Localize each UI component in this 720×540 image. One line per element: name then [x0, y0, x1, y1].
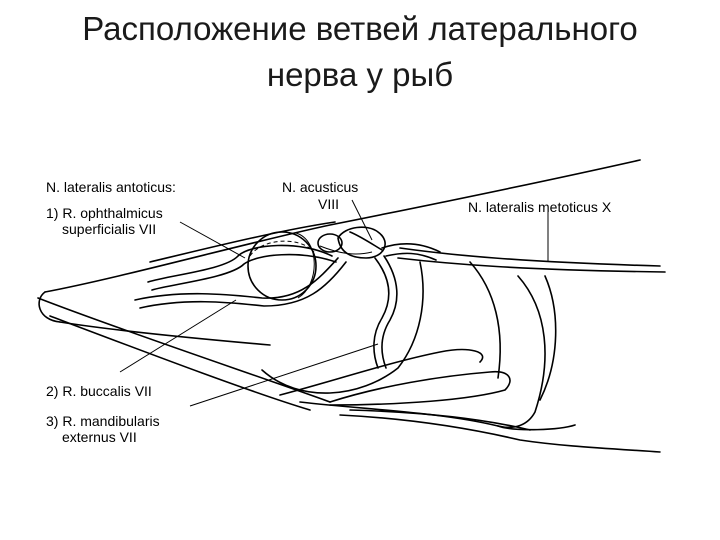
- head-outline: [37, 159, 641, 411]
- label-antoticus: N. lateralis antoticus:: [46, 179, 176, 195]
- label-acusticus-1: N. acusticus: [282, 179, 358, 195]
- leader-buccalis: [119, 299, 237, 373]
- label-metoticus: N. lateralis metoticus X: [468, 199, 612, 215]
- nerve-ophthalmicus: [147, 244, 337, 291]
- title-line-1: Расположение ветвей латерального: [82, 10, 638, 47]
- leader-ophthalmicus: [179, 221, 246, 259]
- nerve-mandibularis: [373, 255, 398, 369]
- lateral-line-canal: [397, 247, 666, 273]
- label-ophthalmicus-1: 1) R. ophthalmicus: [46, 205, 163, 221]
- leader-lines: [119, 199, 549, 407]
- nerve-metoticus: [381, 243, 441, 261]
- title-line-2: нерва у рыб: [266, 56, 454, 93]
- leader-acusticus: [351, 199, 373, 241]
- label-mandibularis-2: externus VII: [62, 429, 137, 445]
- label-mandibularis-1: 3) R. mandibularis: [46, 413, 160, 429]
- label-buccalis: 2) R. buccalis VII: [46, 383, 152, 399]
- operculum: [261, 261, 661, 453]
- leader-mandibularis: [189, 343, 379, 407]
- label-ophthalmicus-2: superficialis VII: [62, 221, 156, 237]
- label-acusticus-2: VIII: [318, 196, 339, 212]
- nerve-buccalis: [134, 257, 347, 309]
- slide-title: Расположение ветвей латерального нерва у…: [0, 6, 720, 98]
- eye: [247, 231, 317, 301]
- acusticus-ganglion: [317, 226, 386, 259]
